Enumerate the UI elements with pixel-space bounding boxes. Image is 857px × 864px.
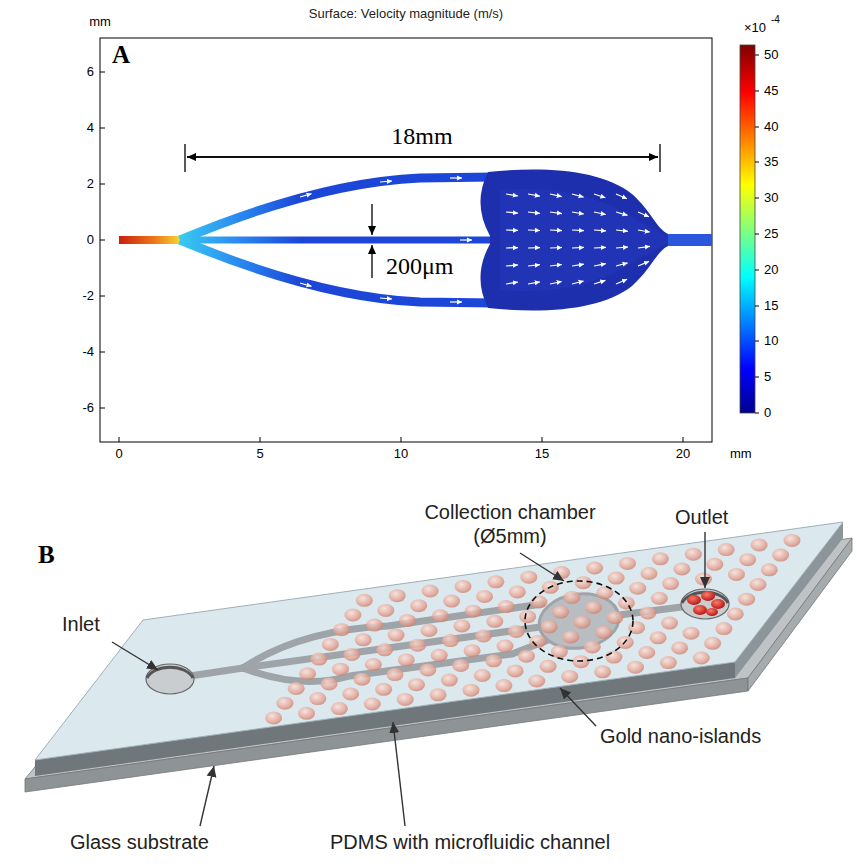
dimension-label: 200μm — [386, 252, 454, 281]
pdms-layer — [35, 522, 843, 776]
captured-islands — [687, 591, 725, 616]
colorbar-tick-label: 35 — [764, 154, 778, 170]
colorbar-tick-label: 20 — [764, 262, 778, 278]
plot-title: Surface: Velocity magnitude (m/s) — [309, 6, 503, 22]
plot-frame — [100, 38, 712, 442]
colorbar-exponent: ×10 — [744, 20, 766, 36]
axis-tick-label: 15 — [535, 446, 549, 462]
axis-tick-label: 4 — [87, 120, 94, 136]
panel-letter: A — [112, 40, 130, 70]
color-bar — [740, 45, 755, 413]
axis-tick-label: -4 — [82, 344, 94, 360]
axis-tick-label: 20 — [676, 446, 690, 462]
panel-letter: B — [38, 540, 55, 570]
axis-tick-label: 6 — [87, 64, 94, 80]
colorbar-exponent: -4 — [771, 14, 780, 26]
axis-tick-label: -6 — [82, 400, 94, 416]
colorbar-tick-label: 10 — [764, 333, 778, 349]
colorbar-tick-label: 45 — [764, 83, 778, 99]
colorbar-tick-label: 30 — [764, 190, 778, 206]
leader-lines — [112, 532, 705, 826]
gold-nano-islands — [265, 534, 800, 725]
callout-label: Inlet — [62, 612, 100, 636]
axis-tick-label: 5 — [256, 446, 263, 462]
callout-label: PDMS with microfluidic channel — [330, 830, 610, 854]
colorbar-tick-label: 15 — [764, 298, 778, 314]
callout-label: Glass substrate — [70, 830, 209, 854]
chamber-outline — [525, 581, 633, 661]
axis-unit: mm — [730, 446, 752, 462]
axis-tick-label: -2 — [82, 288, 94, 304]
axis-unit: mm — [89, 14, 111, 30]
ports — [146, 589, 729, 694]
axis-tick-label: 0 — [115, 446, 122, 462]
colorbar-tick-label: 40 — [764, 119, 778, 135]
microfluidic-channel — [170, 589, 705, 682]
dimension-label: 18mm — [391, 122, 452, 151]
callout-label: Gold nano-islands — [600, 724, 761, 748]
colorbar-tick-label: 50 — [764, 47, 778, 63]
axis-tick-label: 0 — [87, 232, 94, 248]
axis-ticks — [100, 72, 683, 442]
callout-label: Outlet — [675, 505, 728, 529]
axis-tick-label: 2 — [87, 176, 94, 192]
axis-tick-label: 10 — [394, 446, 408, 462]
colorbar-tick-label: 0 — [764, 405, 771, 421]
colorbar-tick-label: 25 — [764, 226, 778, 242]
color-bar-ticks — [755, 55, 759, 413]
channel-velocity-field — [119, 170, 712, 311]
colorbar-tick-label: 5 — [764, 369, 771, 385]
callout-label: Collection chamber (Ø5mm) — [410, 500, 610, 548]
